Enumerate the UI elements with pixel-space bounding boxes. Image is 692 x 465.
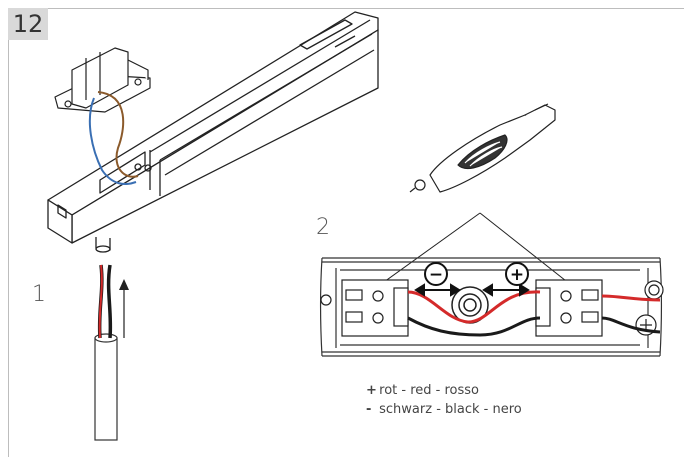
svg-text:−: −	[429, 265, 443, 285]
center-nut	[451, 286, 489, 324]
legend-symbol-plus: +	[366, 383, 377, 398]
black-wire-path	[407, 316, 541, 337]
red-wire-path	[407, 290, 541, 324]
plus-badge: +	[505, 262, 529, 286]
sub-label-1: 1	[32, 282, 46, 307]
black-wire-right	[601, 316, 661, 334]
wire-color-legend: + rot - red - rosso - schwarz - black - …	[366, 381, 522, 419]
adapter-connector	[54, 47, 151, 113]
sub-label-2: 2	[316, 215, 330, 240]
blue-wire	[88, 97, 137, 185]
legend-text-black: schwarz - black - nero	[379, 402, 522, 417]
left-terminal	[341, 279, 409, 337]
pointer-lines	[369, 212, 581, 293]
red-wire-right	[601, 294, 661, 302]
right-terminal	[535, 279, 603, 337]
minus-badge: −	[424, 262, 448, 286]
legend-text-red: rot - red - rosso	[379, 383, 479, 398]
cable-detail	[94, 264, 129, 441]
legend-item-black: - schwarz - black - nero	[366, 400, 522, 419]
brown-wire	[97, 91, 139, 178]
legend-item-red: + rot - red - rosso	[366, 381, 522, 400]
step-number-badge: 12	[8, 8, 48, 40]
polarity-arrows	[414, 283, 530, 297]
connector-plug	[409, 103, 556, 193]
track-rail	[47, 11, 379, 253]
figure-frame	[8, 8, 684, 457]
svg-text:+: +	[510, 265, 524, 285]
legend-symbol-minus: -	[366, 402, 372, 417]
